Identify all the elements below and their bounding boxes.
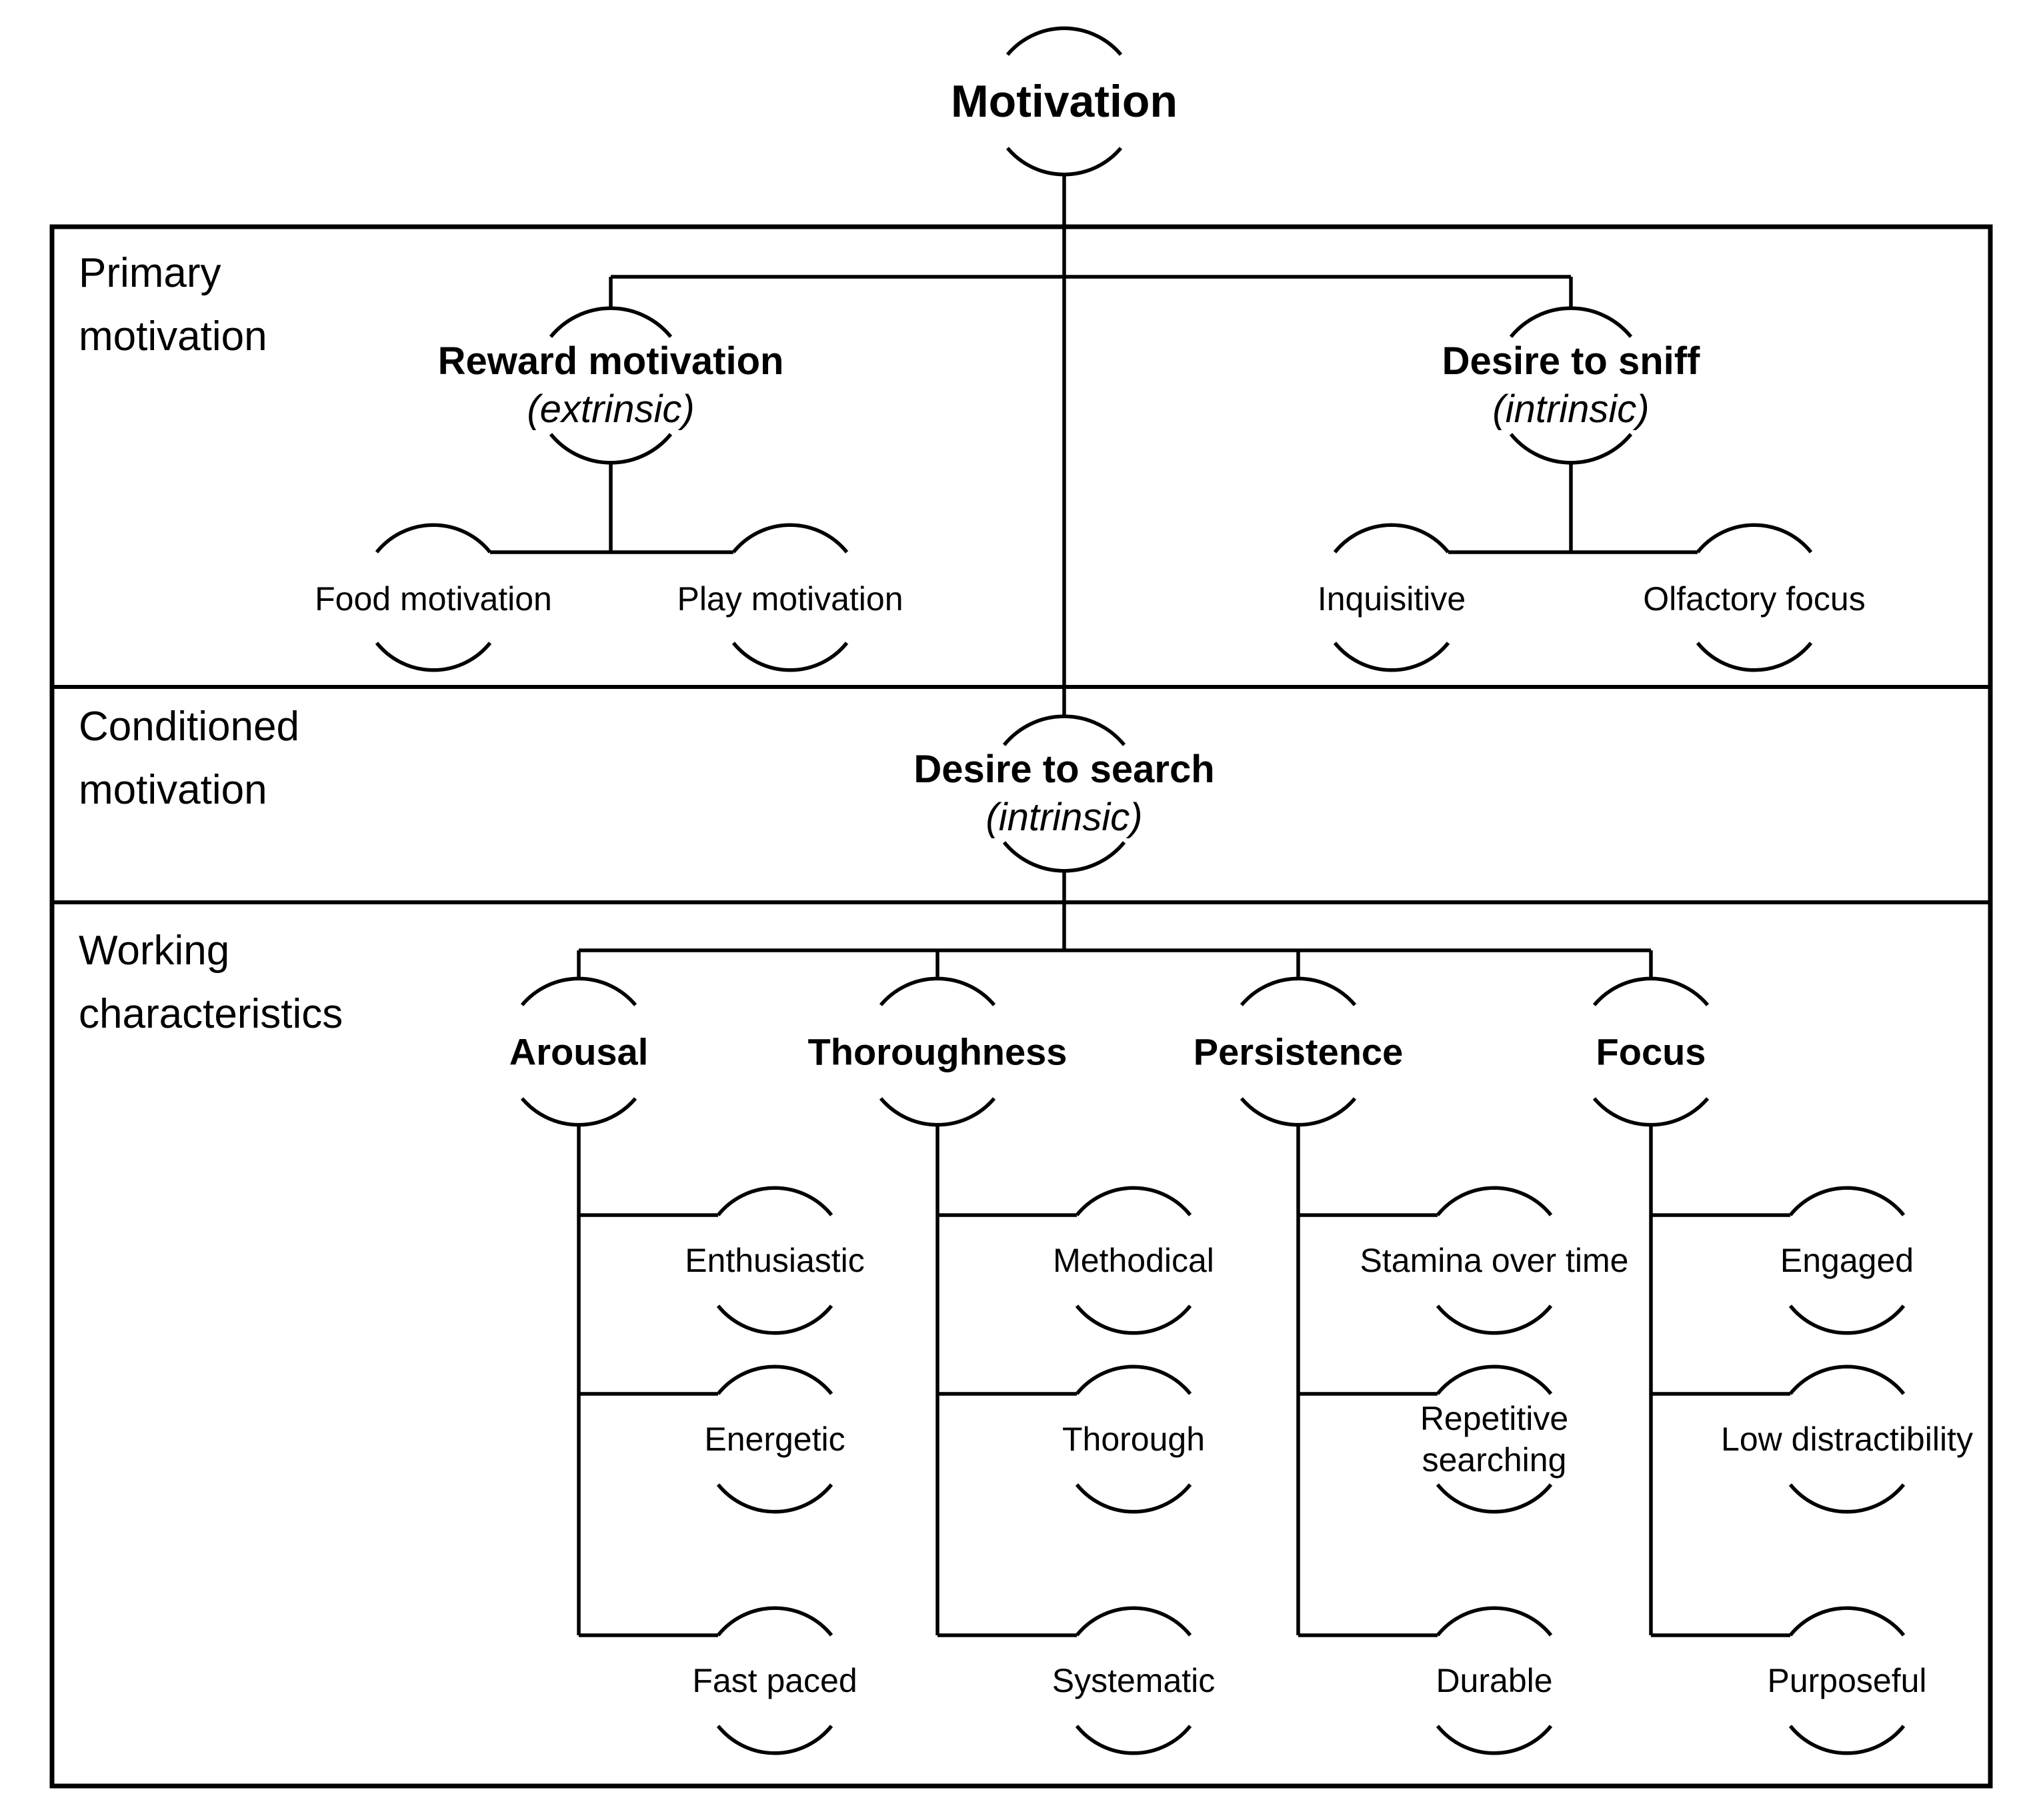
node-label-focus: Focus <box>1596 1030 1706 1073</box>
search-node-arcs <box>1002 714 1126 873</box>
thoroughness-leaf-arcs <box>1075 1186 1192 1755</box>
node-label-systematic: Systematic <box>1052 1662 1216 1699</box>
thoroughness-node-arcs <box>879 976 996 1127</box>
persistence-leaf-branches <box>1298 1213 1438 1637</box>
node-label-repetitive-searching: Repetitive searching <box>1420 1400 1569 1479</box>
arousal-leaf-branches <box>579 1213 718 1637</box>
reward-node-arcs <box>549 306 673 465</box>
node-label-fast-paced: Fast paced <box>692 1662 857 1699</box>
node-desire-to-sniff: Desire to sniff (intrinsic) <box>1442 337 1700 433</box>
food-node-arcs <box>375 523 492 672</box>
persistence-node-arcs <box>1240 976 1357 1127</box>
node-label-desire-to-search: Desire to search <box>913 748 1215 791</box>
play-node-arcs <box>731 523 849 672</box>
node-label-thorough: Thorough <box>1062 1421 1206 1458</box>
node-label-energetic: Energetic <box>704 1421 845 1458</box>
node-label-play-motivation: Play motivation <box>677 580 903 618</box>
persistence-leaf-arcs <box>1436 1186 1553 1755</box>
inquisitive-node-arcs <box>1333 523 1450 672</box>
node-label-desire-to-sniff: Desire to sniff <box>1442 339 1700 383</box>
sniff-node-arcs <box>1509 306 1633 465</box>
node-qualifier-desire-to-sniff: (intrinsic) <box>1492 387 1650 431</box>
node-qualifier-desire-to-search: (intrinsic) <box>985 796 1143 839</box>
node-label-engaged: Engaged <box>1780 1242 1914 1279</box>
node-label-motivation: Motivation <box>951 76 1178 127</box>
node-label-durable: Durable <box>1436 1662 1553 1699</box>
node-label-enthusiastic: Enthusiastic <box>685 1242 865 1279</box>
node-reward-motivation: Reward motivation (extrinsic) <box>438 337 784 433</box>
arousal-node-arcs <box>520 976 637 1127</box>
focus-leaf-arcs <box>1788 1186 1906 1755</box>
node-desire-to-search: Desire to search (intrinsic) <box>913 746 1214 842</box>
node-label-inquisitive: Inquisitive <box>1317 580 1466 618</box>
focus-node-arcs <box>1592 976 1710 1127</box>
node-label-purposeful: Purposeful <box>1767 1662 1927 1699</box>
section-label-conditioned-motivation: Conditioned motivation <box>79 704 299 813</box>
thoroughness-leaf-branches <box>937 1213 1077 1637</box>
node-label-methodical: Methodical <box>1053 1242 1214 1279</box>
arousal-leaf-arcs <box>716 1186 833 1755</box>
section-label-primary-motivation: Primary motivation <box>79 250 267 359</box>
node-label-low-distractibility: Low distractibility <box>1721 1421 1973 1458</box>
node-label-food-motivation: Food motivation <box>315 580 552 618</box>
node-label-thoroughness: Thoroughness <box>807 1030 1068 1073</box>
motivation-node-arcs <box>1005 26 1123 177</box>
node-label-arousal: Arousal <box>509 1030 649 1073</box>
node-label-reward-motivation: Reward motivation <box>437 339 784 383</box>
node-label-persistence: Persistence <box>1193 1030 1404 1073</box>
node-label-olfactory-focus: Olfactory focus <box>1643 580 1866 618</box>
outer-frame <box>49 224 1993 1789</box>
section-label-working-characteristics: Working characteristics <box>79 928 343 1037</box>
focus-leaf-branches <box>1651 1213 1790 1637</box>
node-label-stamina-over-time: Stamina over time <box>1360 1242 1629 1279</box>
node-qualifier-reward-motivation: (extrinsic) <box>527 387 695 431</box>
olfactory-node-arcs <box>1696 523 1813 672</box>
